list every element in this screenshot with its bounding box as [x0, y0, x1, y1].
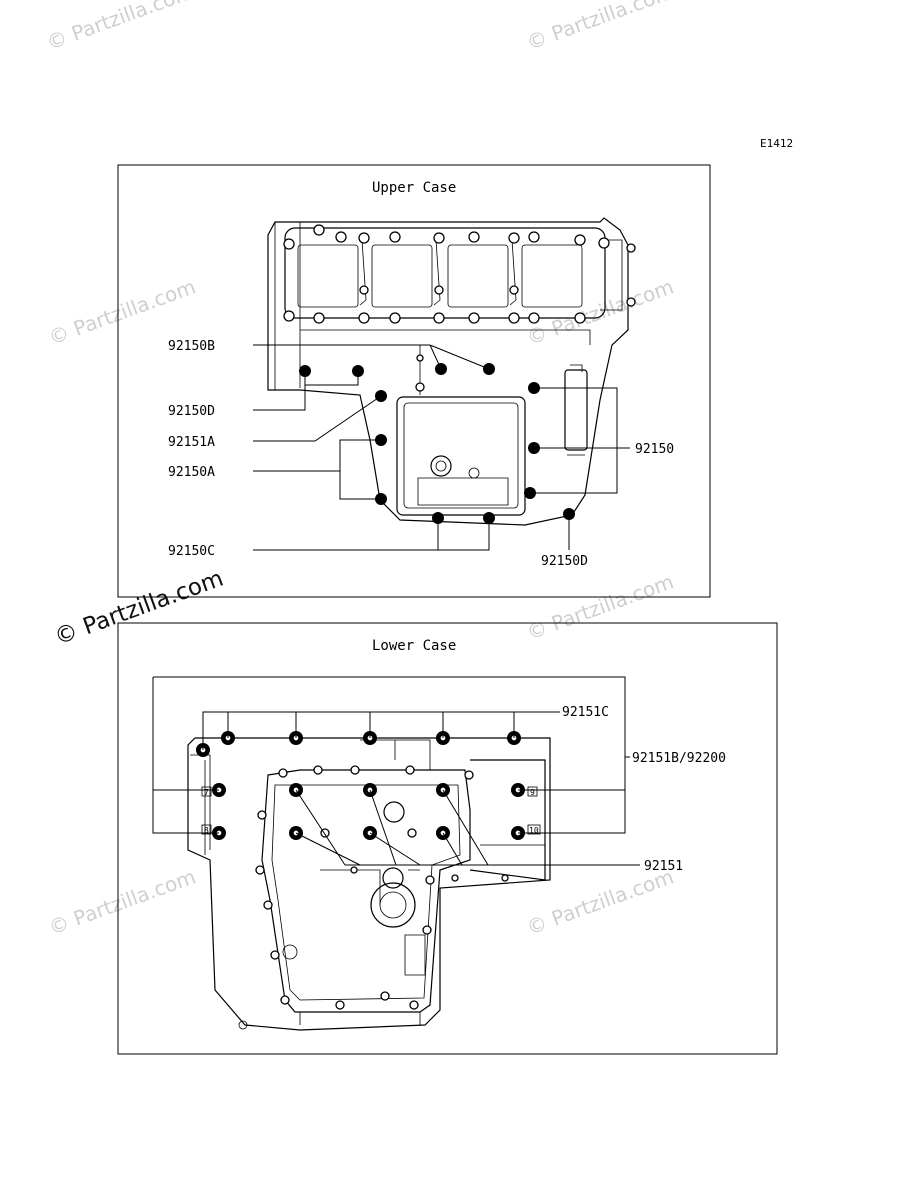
position-markers: 7 8 9 10 — [201, 786, 541, 835]
label-92150A: 92150A — [168, 465, 215, 480]
upper-case-title: Upper Case — [372, 180, 456, 196]
lower-case-bolts — [196, 731, 525, 1010]
marker-9: 9 — [530, 788, 535, 797]
upper-case-frame — [117, 164, 711, 598]
marker-7: 7 — [204, 788, 209, 797]
lower-case-frame — [117, 622, 778, 1055]
label-92150D-lower: 92150D — [541, 554, 588, 569]
label-92150C: 92150C — [168, 544, 215, 559]
label-92151B-92200: 92151B/92200 — [632, 751, 726, 766]
upper-case-leader-lines — [253, 344, 630, 551]
marker-8: 8 — [204, 826, 209, 835]
watermark: © Partzilla.com — [524, 274, 677, 349]
lower-crankcase-drawing — [187, 737, 551, 1031]
watermark: © Partzilla.com — [524, 864, 677, 939]
upper-crankcase-drawing — [267, 217, 629, 526]
diagram-code: E1412 — [760, 137, 793, 150]
label-92151A: 92151A — [168, 435, 215, 450]
watermark: © Partzilla.com — [44, 0, 197, 55]
watermarks: © Partzilla.com © Partzilla.com © Partzi… — [44, 0, 677, 940]
lower-case-title: Lower Case — [372, 638, 456, 654]
watermark: © Partzilla.com — [524, 0, 677, 55]
label-92150D: 92150D — [168, 404, 215, 419]
label-92151: 92151 — [644, 859, 683, 874]
lower-case-panel: Lower Case — [117, 622, 778, 1055]
marker-10: 10 — [529, 826, 539, 835]
watermark: © Partzilla.com — [524, 569, 677, 644]
lower-case-leader-lines — [152, 676, 640, 866]
label-92150B: 92150B — [168, 339, 215, 354]
watermark-main: © Partzilla.com — [51, 565, 227, 650]
watermark: © Partzilla.com — [46, 864, 199, 939]
label-92151C: 92151C — [562, 705, 609, 720]
upper-case-panel: Upper Case — [117, 164, 711, 598]
label-92150: 92150 — [635, 442, 674, 457]
